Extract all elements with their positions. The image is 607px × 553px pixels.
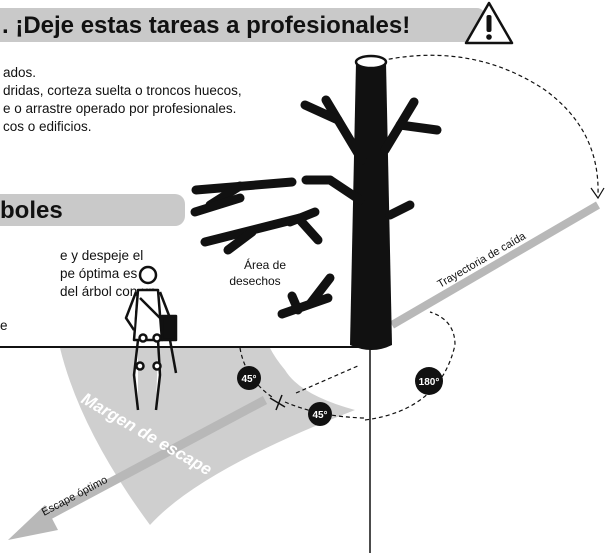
- intro-line: dridas, corteza suelta o troncos huecos,: [3, 83, 242, 98]
- intro-line: cos o edificios.: [3, 119, 92, 134]
- debris-label: Área de: [244, 257, 286, 272]
- page-title: . ¡Deje estas tareas a profesionales!: [2, 12, 411, 39]
- title-banner: [0, 8, 485, 42]
- fall-arc: [374, 54, 599, 196]
- section-line: del árbol con un: [60, 284, 157, 299]
- svg-text:45°: 45°: [312, 410, 327, 421]
- angle-arc-180: [364, 311, 456, 421]
- fall-path-label: Trayectoria de caída: [436, 230, 529, 291]
- angle-tick: [269, 397, 286, 408]
- section-text: e y despeje el pe óptima es a del árbol …: [60, 247, 156, 301]
- angle-badge: 45°: [237, 366, 261, 390]
- angle-tick: [275, 394, 283, 411]
- svg-text:180°: 180°: [419, 377, 440, 388]
- angle-badge: 180°: [415, 367, 443, 395]
- zone-notch: [270, 348, 355, 410]
- svg-text:45°: 45°: [241, 374, 256, 385]
- warning-triangle-icon: [464, 1, 514, 45]
- section-line: e y despeje el: [60, 248, 144, 263]
- tree: [300, 54, 442, 350]
- section-tail: e: [0, 318, 8, 333]
- section-banner: [0, 194, 185, 226]
- escape-zone: [60, 348, 355, 525]
- section-title: boles: [0, 197, 63, 224]
- angle-ray: [295, 364, 361, 394]
- intro-line: ados.: [3, 65, 37, 80]
- angle-arc-45b: [284, 401, 366, 419]
- fall-path-arrow: [389, 201, 601, 329]
- debris-label: desechos: [229, 274, 280, 288]
- section-line: pe óptima es a: [60, 266, 149, 281]
- debris: [190, 177, 335, 319]
- worker-figure: [124, 265, 178, 411]
- fall-arc-arrowhead: [590, 187, 605, 200]
- angle-badge: 45°: [308, 402, 332, 426]
- optimal-escape-arrow: [8, 396, 268, 540]
- intro-line: e o arrastre operado por profesionales.: [3, 101, 237, 116]
- optimal-escape-label: Escape óptimo: [40, 474, 110, 519]
- intro-text: ados. dridas, corteza suelta o troncos h…: [3, 64, 242, 136]
